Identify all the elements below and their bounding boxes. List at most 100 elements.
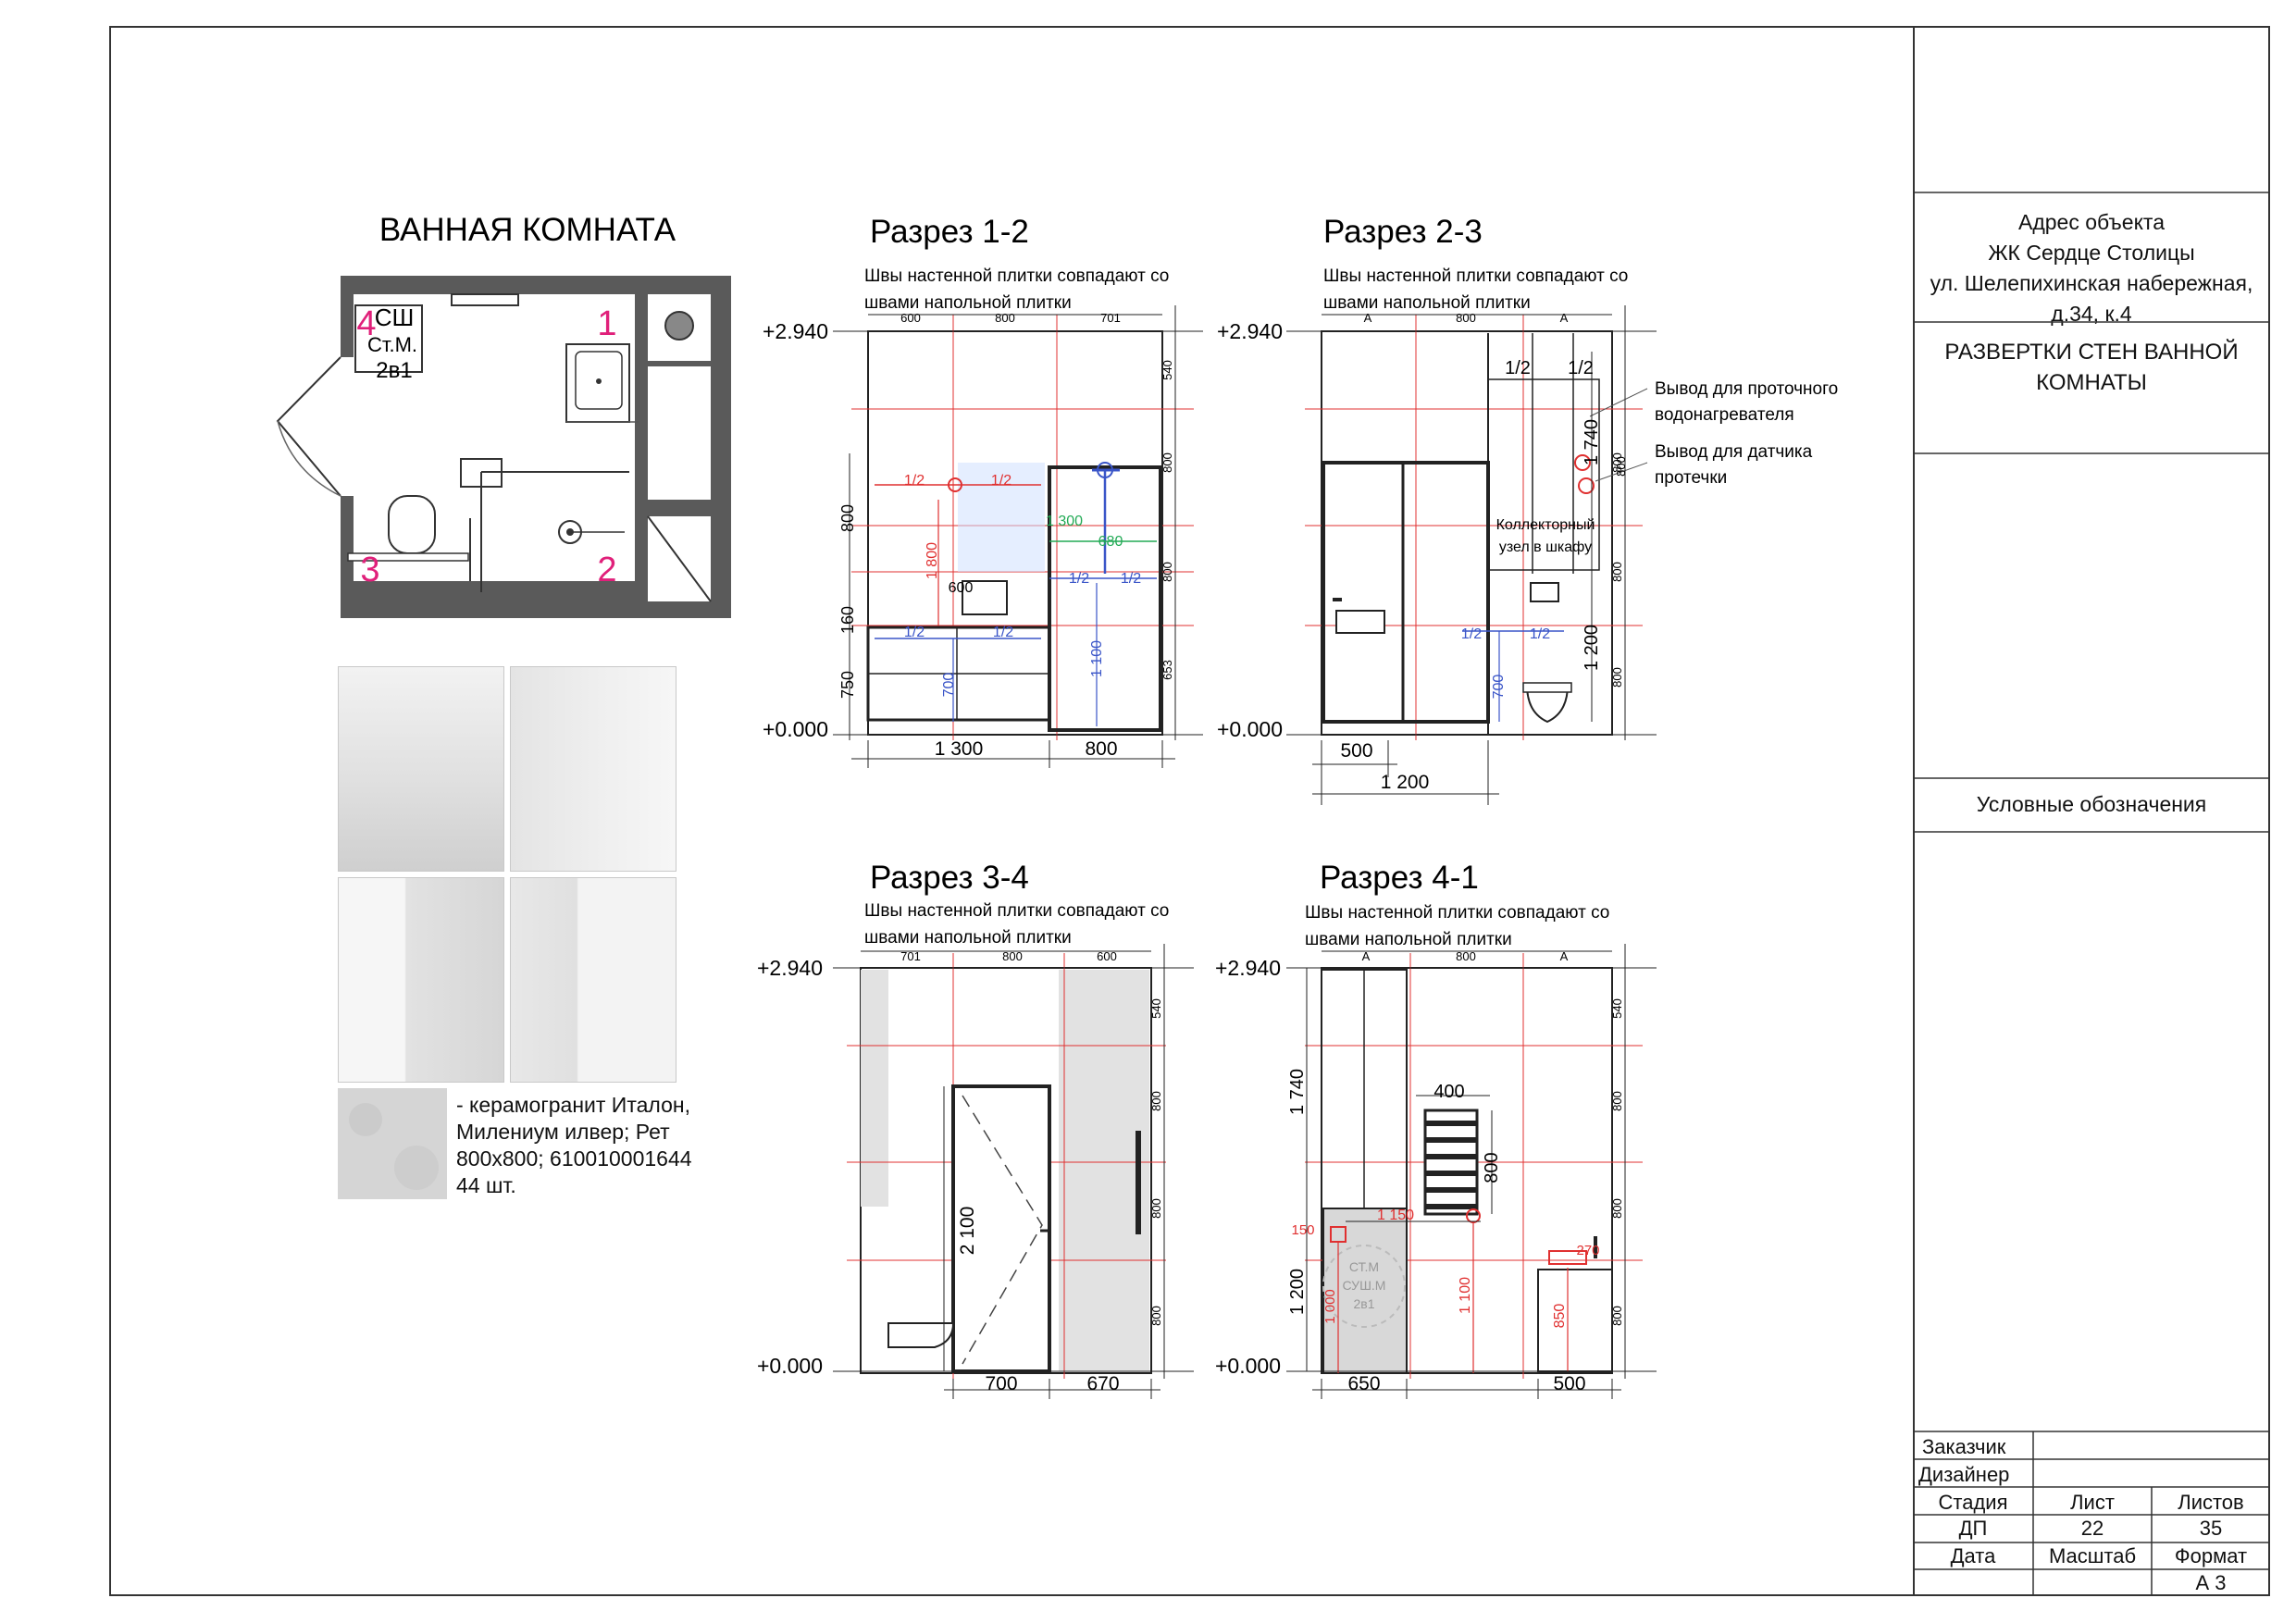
section-2-3-top-dim-3: А xyxy=(1560,311,1569,325)
stamp-format-label: Формат xyxy=(2174,1544,2248,1567)
section-3-4-right-dim-2: 800 xyxy=(1149,1091,1163,1111)
section-2-3-half-1: 1/2 xyxy=(1505,358,1531,378)
callout-leak-1: Вывод для датчика xyxy=(1655,442,1813,462)
section-1-2-note-2: швами напольной плитки xyxy=(864,293,1072,313)
section-4-1-dim-1100: 1 100 xyxy=(1458,1277,1473,1314)
stamp-sheets-value: 35 xyxy=(2199,1517,2223,1540)
stamp-customer-label: Заказчик xyxy=(1922,1435,2006,1458)
section-2-3-right-dim-2: 800 xyxy=(1610,562,1624,582)
stamp-sheets-label: Листов xyxy=(2178,1491,2244,1514)
address-line-2: ЖК Сердце Столицы xyxy=(1988,241,2195,265)
material-line-3: 800х800; 610010001644 xyxy=(456,1146,692,1171)
section-1-2-dim-1300: 1 300 xyxy=(1046,514,1083,529)
section-1-2-level-bottom: +0.000 xyxy=(763,717,828,741)
section-4-1-level-bottom: +0.000 xyxy=(1215,1354,1281,1378)
stamp-sheet-label: Лист xyxy=(2070,1491,2115,1514)
section-4-1-dryer-2: СУШ.М xyxy=(1343,1278,1386,1293)
section-4-1-dim-1150: 1 150 xyxy=(1377,1208,1414,1223)
section-1-2-level-top: +2.940 xyxy=(763,319,828,343)
wall-number-3: 3 xyxy=(360,551,379,589)
section-3-4-top-dim-1: 701 xyxy=(900,949,921,963)
section-1-2-dim-600: 600 xyxy=(949,580,974,596)
side-column xyxy=(1913,26,2270,1596)
section-1-2-right-dim-2: 800 xyxy=(1160,452,1174,473)
section-2-3-note-1: Швы настенной плитки совпадают со xyxy=(1323,266,1628,286)
stamp-designer-label: Дизайнер xyxy=(1918,1463,2010,1486)
section-4-1-dim-150: 150 xyxy=(1291,1222,1314,1238)
section-4-1-bottom-dim-1: 650 xyxy=(1347,1373,1380,1394)
section-1-2-half-5: 1/2 xyxy=(1069,571,1089,587)
section-3-4-bottom-dim-2: 670 xyxy=(1086,1373,1119,1394)
section-2-3: +2.940 +0.000 А 800 А 800 800 800 500 1 … xyxy=(1217,305,1838,805)
section-1-2-note-1: Швы настенной плитки совпадают со xyxy=(864,266,1169,286)
section-3-4-level-top: +2.940 xyxy=(757,956,823,980)
section-2-3-bottom-dim-2: 1 200 xyxy=(1381,772,1430,793)
plan-label-sh: СШ xyxy=(375,304,415,331)
section-1-2-bottom-dim-1: 1 300 xyxy=(935,738,984,760)
section-4-1-bottom-dim-2: 500 xyxy=(1553,1373,1585,1394)
reference-photo-1 xyxy=(338,666,504,872)
section-4-1-right-dim-1: 540 xyxy=(1610,998,1624,1019)
section-4-1-top-dim-2: 800 xyxy=(1456,949,1476,963)
stamp-stage-value: ДП xyxy=(1958,1517,1988,1540)
section-1-2-dim-1100: 1 100 xyxy=(1089,640,1105,677)
section-2-3-bottom-dim-1: 500 xyxy=(1340,740,1372,762)
section-4-1-dim-400: 400 xyxy=(1433,1082,1464,1102)
section-4-1-note-1: Швы настенной плитки совпадают со xyxy=(1305,903,1609,923)
section-1-2-left-dim-2: 160 xyxy=(838,606,857,634)
section-1-2-right-dim-4: 653 xyxy=(1160,660,1174,680)
section-3-4-bottom-dim-1: 700 xyxy=(985,1373,1017,1394)
section-4-1-level-top: +2.940 xyxy=(1215,956,1281,980)
reference-photo-2 xyxy=(510,666,676,872)
section-4-1-dim-270: 270 xyxy=(1576,1243,1599,1258)
section-4-1-dryer-1: СТ.М xyxy=(1349,1259,1379,1274)
section-1-2-left-dim-3: 750 xyxy=(838,671,857,699)
section-1-2-title: Разрез 1-2 xyxy=(870,214,1029,250)
section-1-2-half-4: 1/2 xyxy=(993,625,1013,640)
callout-heater-1: Вывод для проточного xyxy=(1655,379,1838,399)
section-1-2-bottom-dim-2: 800 xyxy=(1085,738,1117,760)
drawing-frame xyxy=(109,26,2270,1596)
section-3-4-note-2: швами напольной плитки xyxy=(864,928,1072,948)
section-4-1-top-dim-1: А xyxy=(1362,949,1371,963)
section-1-2-top-dim-3: 701 xyxy=(1100,311,1121,325)
sheet-title-line-2: КОМНАТЫ xyxy=(2036,370,2147,395)
wall-number-4: 4 xyxy=(356,304,376,343)
section-3-4: +2.940 +0.000 701 800 600 540 800 800 80… xyxy=(757,944,1194,1399)
plan-title: ВАННАЯ КОМНАТА xyxy=(379,212,676,248)
material-line-4: 44 шт. xyxy=(456,1173,516,1197)
section-4-1-top-dim-3: А xyxy=(1560,949,1569,963)
section-3-4-dim-2100: 2 100 xyxy=(957,1207,978,1256)
section-2-3-dim-800: 800 xyxy=(1614,456,1628,477)
section-4-1-dim-800: 800 xyxy=(1482,1152,1502,1183)
section-2-3-dim-1200: 1 200 xyxy=(1582,625,1602,671)
plan-label-2v1: 2в1 xyxy=(376,358,412,383)
section-2-3-half-2: 1/2 xyxy=(1568,358,1594,378)
floor-plan: СШ Ст.М. 2в1 1 2 3 4 xyxy=(276,276,731,618)
section-1-2-half-2: 1/2 xyxy=(991,473,1011,489)
material-line-2: Милениум илвер; Рет xyxy=(456,1120,670,1144)
section-1-2-half-3: 1/2 xyxy=(904,625,925,640)
sheet-title: РАЗВЕРТКИ СТЕН ВАННОЙ КОМНАТЫ xyxy=(1913,337,2270,398)
section-2-3-top-dim-1: А xyxy=(1364,311,1372,325)
wall-number-1: 1 xyxy=(597,304,616,343)
section-1-2: +2.940 +0.000 600 800 701 540 800 800 65… xyxy=(763,305,1203,768)
section-2-3-half-4: 1/2 xyxy=(1530,626,1550,642)
section-1-2-dim-680: 680 xyxy=(1098,534,1123,550)
legend-title: Условные обозначения xyxy=(1976,792,2207,816)
stamp-format-value: А 3 xyxy=(2195,1571,2227,1594)
section-1-2-dim-1800: 1 800 xyxy=(925,542,940,579)
section-2-3-level-top: +2.940 xyxy=(1217,319,1283,343)
section-4-1-title: Разрез 4-1 xyxy=(1320,860,1479,896)
section-4-1-dryer-3: 2в1 xyxy=(1353,1296,1374,1311)
tile-swatch xyxy=(338,1088,447,1199)
section-4-1-dim-850: 850 xyxy=(1552,1304,1568,1329)
stamp-stage-label: Стадия xyxy=(1938,1491,2008,1514)
section-2-3-dim-1740: 1 740 xyxy=(1582,419,1602,465)
section-1-2-right-dim-3: 800 xyxy=(1160,562,1174,582)
plan-label-stm: Ст.М. xyxy=(367,333,417,356)
section-1-2-half-6: 1/2 xyxy=(1121,571,1141,587)
section-3-4-top-dim-3: 600 xyxy=(1097,949,1117,963)
section-4-1-dim-1200: 1 200 xyxy=(1287,1269,1308,1315)
